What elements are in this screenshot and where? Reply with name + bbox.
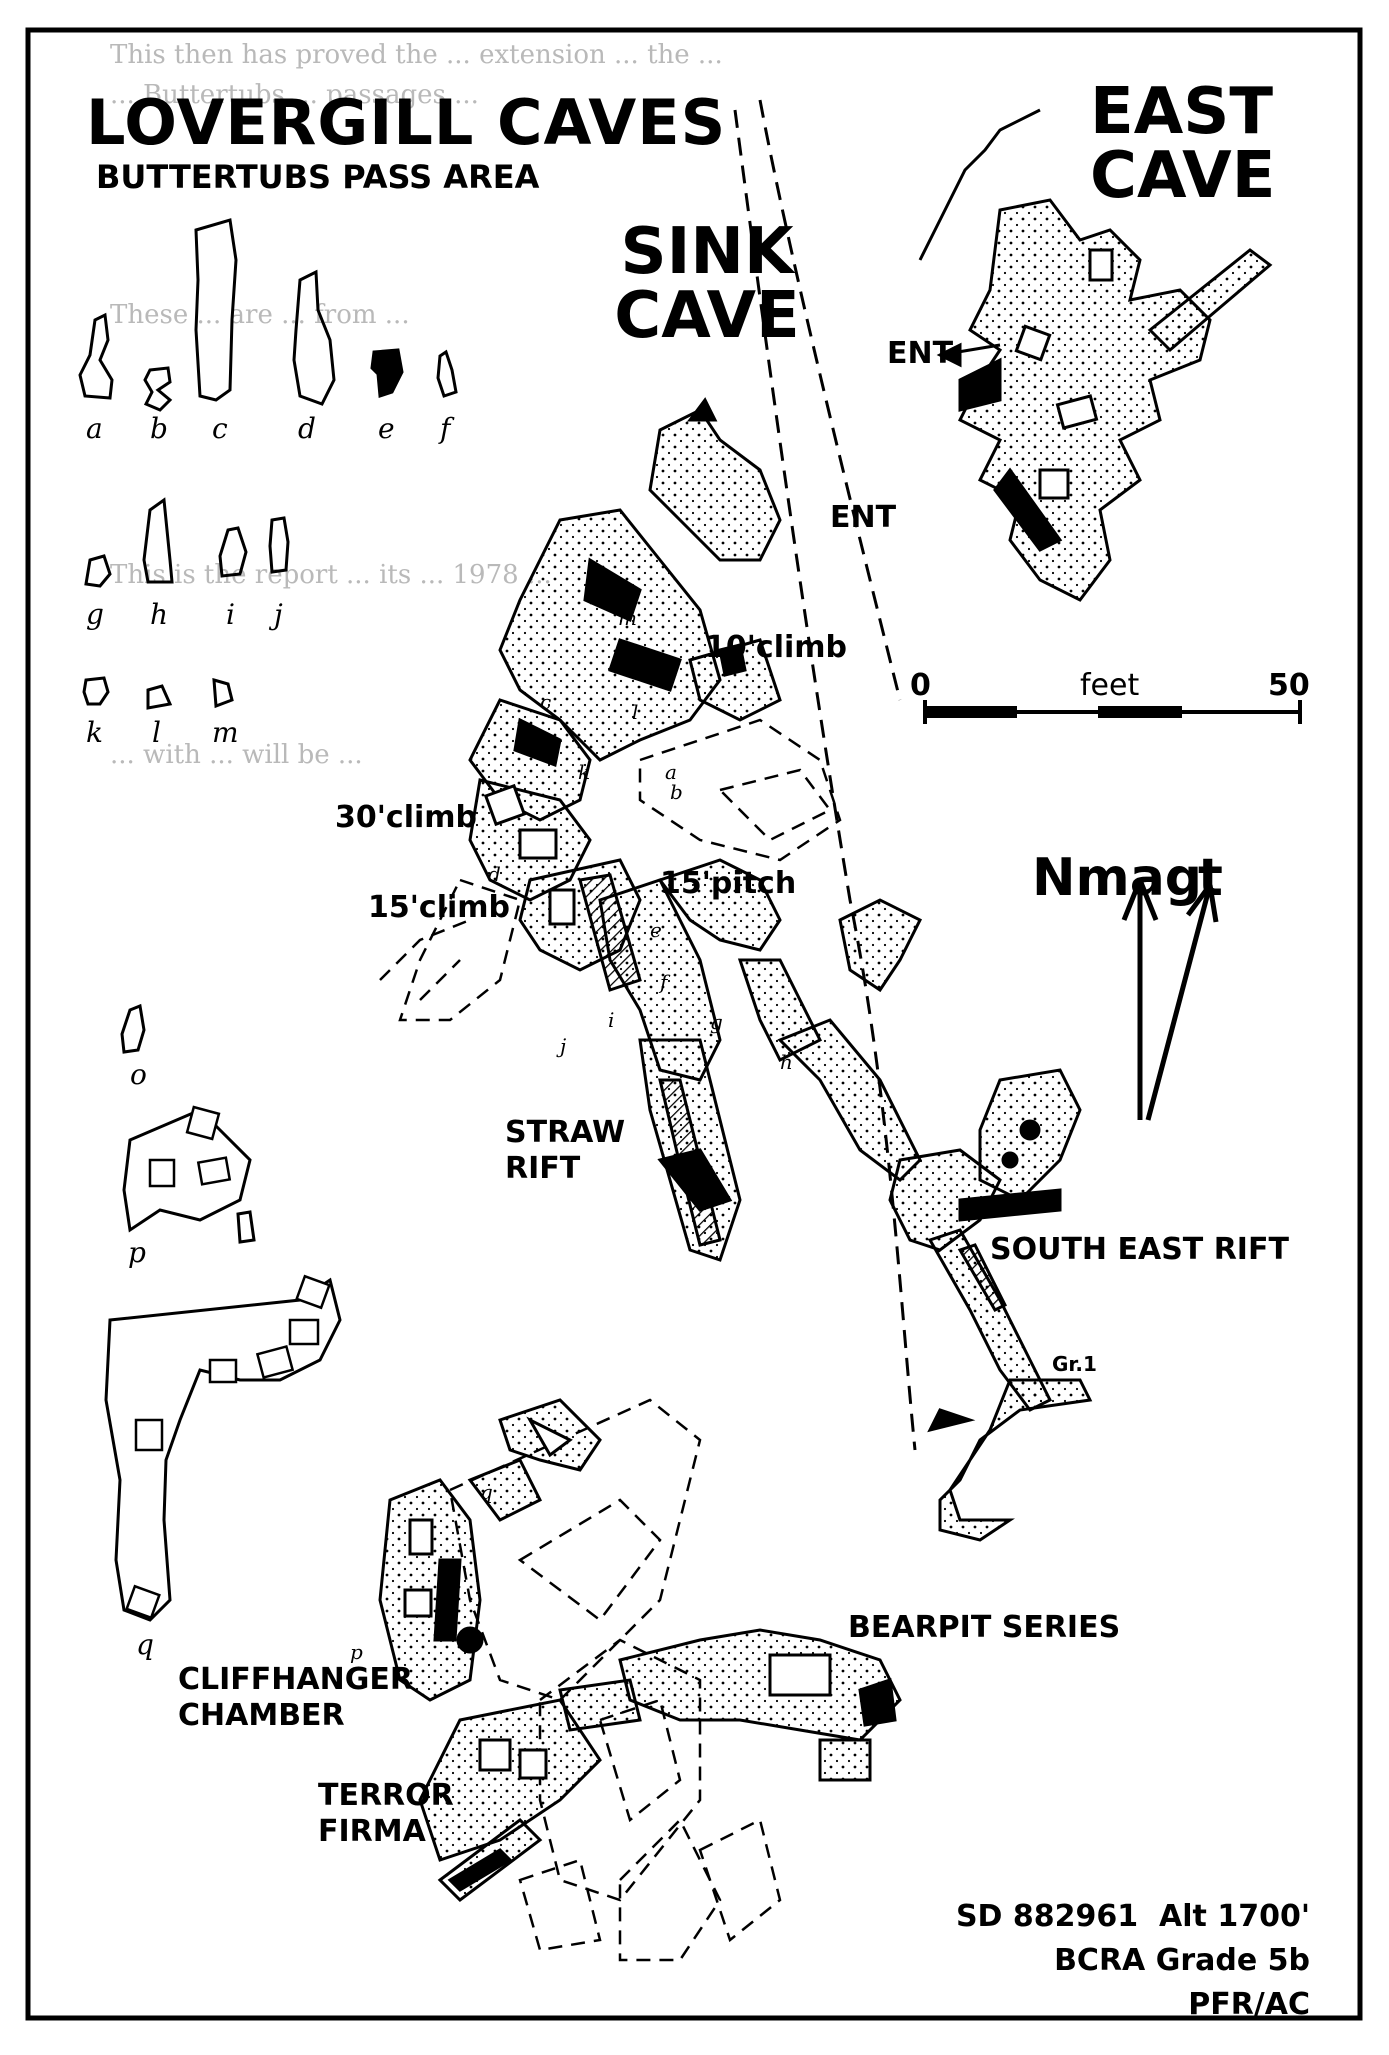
climb-30-label: 30'climb xyxy=(335,800,478,835)
section-letter-m: m xyxy=(212,716,239,749)
scale-start-label: 0 xyxy=(910,668,931,703)
scale-end-label: 50 xyxy=(1268,668,1310,703)
plan-letter-k: k xyxy=(578,760,591,784)
section-letter-h: h xyxy=(150,598,169,631)
section-letter-j: j xyxy=(274,598,283,631)
sink-cave-entrance-label: ENT xyxy=(830,500,897,535)
cross-section-blocks xyxy=(125,1105,331,1620)
section-letter-d: d xyxy=(298,412,316,445)
sink-cave-label: SINK CAVE xyxy=(614,215,800,353)
bleed-line: These ... are ... from ... xyxy=(110,300,410,330)
surface-boundary xyxy=(918,108,1041,261)
sink-cave-plan xyxy=(468,397,1093,1542)
section-letter-o: o xyxy=(130,1058,147,1091)
section-letter-b: b xyxy=(150,412,168,445)
section-letter-i: i xyxy=(226,598,235,631)
plan-letter-p: p xyxy=(350,1640,363,1664)
bleed-line: This is the report ... its ... 1978 ... xyxy=(110,560,552,590)
plan-letter-l: l xyxy=(632,700,639,724)
section-letter-k: k xyxy=(86,716,103,749)
east-cave-entrance-label: ENT xyxy=(887,336,954,371)
gr1-label: Gr.1 xyxy=(1052,1352,1097,1376)
plan-letter-i: i xyxy=(608,1008,615,1032)
map-subtitle: BUTTERTUBS PASS AREA xyxy=(96,158,540,196)
plan-letter-a: a xyxy=(665,760,677,784)
section-letter-p: p xyxy=(128,1236,146,1269)
plan-letter-g: g xyxy=(710,1010,723,1034)
section-letter-f: f xyxy=(440,412,451,445)
plan-letter-m: m xyxy=(618,606,637,630)
survey-info: SD 882961 Alt 1700' BCRA Grade 5b PFR/AC xyxy=(920,1895,1310,2027)
map-title: LOVERGILL CAVES xyxy=(86,86,727,159)
plan-letter-e: e xyxy=(650,918,662,942)
grid-reference: SD 882961 Alt 1700' xyxy=(955,1899,1310,1934)
cross-sections xyxy=(78,218,458,1622)
south-east-rift-label: SOUTH EAST RIFT xyxy=(990,1232,1289,1267)
section-letter-a: a xyxy=(86,412,103,445)
north-arrows xyxy=(1121,879,1219,1121)
pitch-15-label: 15'pitch xyxy=(660,866,797,901)
plan-letter-c: c xyxy=(540,690,552,714)
altitude: Alt 1700' xyxy=(1159,1899,1310,1934)
climb-15-label: 15'climb xyxy=(368,890,511,925)
plan-letter-q: q xyxy=(480,1480,493,1504)
climb-10-label: 10'climb xyxy=(705,630,848,665)
lower-series-plan xyxy=(378,1398,902,1902)
plan-letter-f: f xyxy=(660,970,668,994)
east-cave-label: EAST CAVE xyxy=(1090,75,1276,213)
surface-lines xyxy=(733,99,917,1451)
map-frame xyxy=(25,27,1363,2021)
cliffhanger-chamber-label: CLIFFHANGER CHAMBER xyxy=(178,1662,413,1733)
bcra-grade: BCRA Grade 5b xyxy=(1054,1943,1310,1978)
section-letter-e: e xyxy=(378,412,395,445)
plan-letter-h: h xyxy=(780,1050,793,1074)
plan-letter-b: b xyxy=(670,780,683,804)
east-cave-arrow xyxy=(936,342,1001,368)
terror-firma-label: TERROR FIRMA xyxy=(318,1778,454,1849)
scale-unit-label: feet xyxy=(1080,668,1140,703)
section-letter-g: g xyxy=(86,598,104,631)
section-letter-q: q xyxy=(136,1628,154,1661)
plan-letter-d: d xyxy=(488,862,501,886)
magnetic-north-label: Nmag xyxy=(1032,848,1203,908)
scale-bar xyxy=(923,700,1302,724)
section-letter-c: c xyxy=(212,412,228,445)
straw-rift-label: STRAW RIFT xyxy=(505,1115,626,1186)
surveyors: PFR/AC xyxy=(1188,1987,1310,2022)
section-letter-l: l xyxy=(152,716,161,749)
plan-letter-j: j xyxy=(560,1034,567,1058)
true-north-label: t xyxy=(1198,848,1223,908)
bleed-line: This then has proved the ... extension .… xyxy=(110,40,723,70)
bleed-line: ... with ... will be ... xyxy=(110,740,363,770)
bleed-line: ... Buttertubs ... passages ... xyxy=(110,80,479,110)
bearpit-series-label: BEARPIT SERIES xyxy=(848,1610,1121,1645)
east-cave-plan xyxy=(957,198,1273,602)
